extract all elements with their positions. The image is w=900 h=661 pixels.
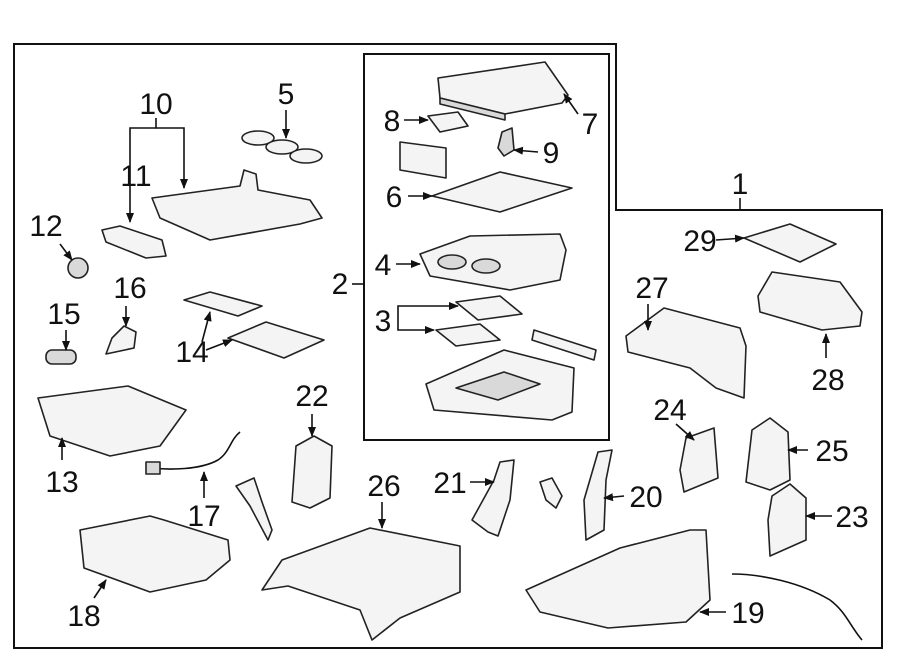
part-bracket-small xyxy=(539,477,563,509)
part-19-base xyxy=(525,529,711,629)
part-16-bracket xyxy=(105,325,137,355)
callout-20: 20 xyxy=(629,481,662,514)
part-8-panel xyxy=(399,141,447,179)
part-2-housing xyxy=(425,349,575,421)
callout-15: 15 xyxy=(47,298,80,331)
outer-frame xyxy=(13,43,883,649)
callout-10: 10 xyxy=(139,88,172,121)
part-26-frame xyxy=(261,527,461,641)
callout-23: 23 xyxy=(835,501,868,534)
callout-4: 4 xyxy=(375,249,392,282)
part-27-housing xyxy=(625,307,747,399)
callout-labels: 1 2 3 4 5 6 7 8 9 10 11 12 13 14 15 16 1… xyxy=(29,78,868,633)
callout-25: 25 xyxy=(815,435,848,468)
callout-5: 5 xyxy=(278,78,295,111)
part-12-knob xyxy=(67,257,89,279)
part-4-bin xyxy=(419,233,567,291)
callout-27: 27 xyxy=(635,272,668,305)
part-buckle xyxy=(235,477,273,541)
callout-24: 24 xyxy=(653,394,686,427)
callout-12: 12 xyxy=(29,210,62,243)
part-24-cover xyxy=(679,427,719,493)
part-15-pin xyxy=(45,349,77,365)
part-9-latch xyxy=(497,127,515,157)
callout-17: 17 xyxy=(187,500,220,533)
part-3-pad-b xyxy=(435,323,501,347)
part-22-cover xyxy=(291,435,333,509)
part-3-pad-a xyxy=(455,295,523,321)
callout-14: 14 xyxy=(175,336,208,369)
part-28-cupholder xyxy=(757,271,863,331)
callout-1: 1 xyxy=(732,168,749,201)
callout-21: 21 xyxy=(433,467,466,500)
part-25-cover xyxy=(745,417,791,491)
part-17-connector xyxy=(145,461,161,475)
part-29-cover xyxy=(743,223,837,263)
part-5-grommets xyxy=(241,130,323,164)
callout-29: 29 xyxy=(683,225,716,258)
callout-8: 8 xyxy=(384,105,401,138)
callout-3: 3 xyxy=(375,305,392,338)
callout-18: 18 xyxy=(67,600,100,633)
callout-13: 13 xyxy=(45,466,78,499)
assembly-2-box xyxy=(363,53,610,441)
part-3-strip xyxy=(531,329,597,361)
part-14-pad-b xyxy=(227,321,325,359)
part-11-hinge xyxy=(101,225,167,259)
part-13-bin xyxy=(37,385,187,457)
part-7-lid xyxy=(437,61,569,121)
part-20-bracket xyxy=(583,449,613,541)
part-6-tray xyxy=(431,171,573,213)
part-23-cover xyxy=(767,483,807,557)
callout-9: 9 xyxy=(543,137,560,170)
callout-6: 6 xyxy=(386,181,403,214)
callout-22: 22 xyxy=(295,380,328,413)
callout-2: 2 xyxy=(332,268,349,301)
part-14-pad-a xyxy=(183,291,263,317)
part-17-harness xyxy=(149,431,241,470)
part-21-arm xyxy=(471,459,515,537)
part-10-cushion xyxy=(151,169,323,241)
callout-19: 19 xyxy=(731,597,764,630)
callout-26: 26 xyxy=(367,470,400,503)
part-seatbelt xyxy=(731,573,863,641)
part-8-clip xyxy=(427,111,469,133)
callout-16: 16 xyxy=(113,272,146,305)
callout-11: 11 xyxy=(120,160,151,193)
callout-28: 28 xyxy=(811,364,844,397)
part-18-tray xyxy=(79,515,231,593)
callout-7: 7 xyxy=(582,108,599,141)
leader-lines xyxy=(58,93,832,616)
